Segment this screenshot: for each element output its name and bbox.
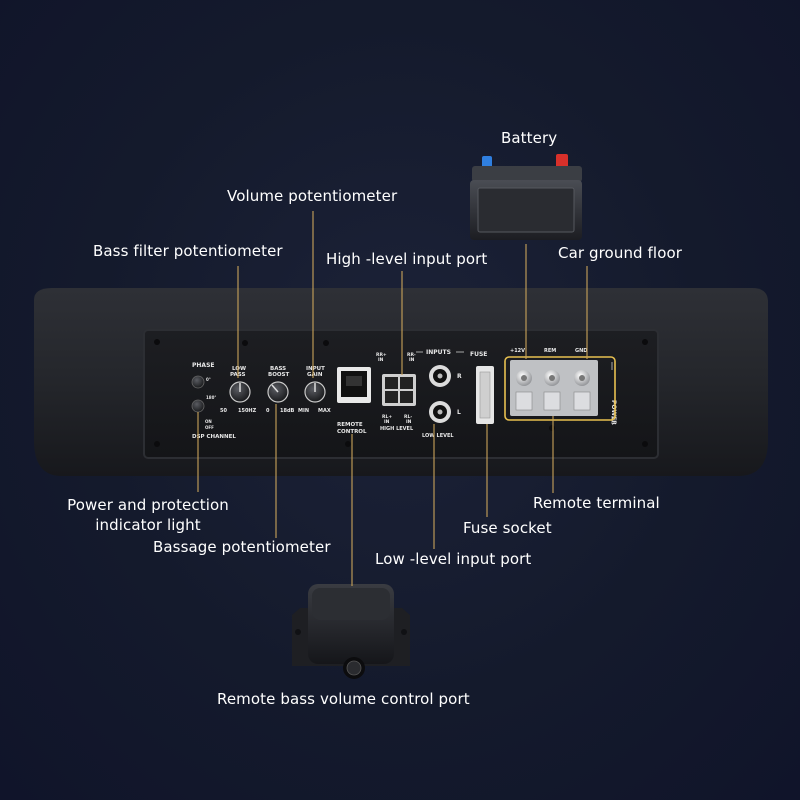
gnd-label: GND xyxy=(575,348,587,354)
rr-minus-label: RR- xyxy=(407,352,416,358)
inputs-label: INPUTS xyxy=(426,349,451,356)
rr-minus-in: IN xyxy=(409,357,415,363)
phase-0-label: 0° xyxy=(206,377,211,382)
power-terminals xyxy=(510,360,598,416)
input-gain-label-2: GAIN xyxy=(307,372,323,378)
gain-max: MAX xyxy=(318,408,331,414)
bassage-pot-callout: Bassage potentiometer xyxy=(153,538,331,556)
low-pass-min: 50 xyxy=(220,408,227,414)
low-level-input-callout: Low -level input port xyxy=(375,550,532,568)
bass-boost-max: 18dB xyxy=(280,408,295,414)
fuse-holder xyxy=(476,366,494,424)
rr-plus-label: RR+ xyxy=(376,352,387,358)
fuse-socket-callout: Fuse socket xyxy=(463,519,552,537)
rl-plus-in: IN xyxy=(384,419,390,425)
remote-control-label-2: CONTROL xyxy=(337,429,367,435)
plus-12v-label: +12V xyxy=(510,348,525,354)
volume-pot-callout: Volume potentiometer xyxy=(227,187,398,205)
gain-min: MIN xyxy=(298,408,309,414)
leader-lines xyxy=(197,211,588,586)
low-level-label: LOW LEVEL xyxy=(422,433,454,439)
high-level-connector xyxy=(382,374,416,406)
rca-r-label: R xyxy=(457,373,462,380)
bass-boost-label-1: BASS xyxy=(270,366,286,372)
fuse-label: FUSE xyxy=(470,351,487,358)
input-gain-label-1: INPUT xyxy=(306,366,325,372)
power-highlight-box xyxy=(504,356,616,421)
rem-label: REM xyxy=(544,348,556,354)
bass-boost-min: 0 xyxy=(266,408,270,414)
low-pass-knob xyxy=(229,381,251,403)
bass-boost-label-2: BOOST xyxy=(268,372,290,378)
dsp-off-label: OFF xyxy=(205,425,214,430)
remote-control-label-1: REMOTE xyxy=(337,422,363,428)
remote-terminal-callout: Remote terminal xyxy=(533,494,660,512)
rl-minus-label: RL- xyxy=(404,414,412,420)
high-level-label: HIGH LEVEL xyxy=(380,426,414,432)
remote-bass-control-callout: Remote bass volume control port xyxy=(217,690,470,708)
battery-illustration xyxy=(470,154,582,240)
bass-filter-pot-callout: Bass filter potentiometer xyxy=(93,242,283,260)
battery-callout: Battery xyxy=(501,129,558,147)
rca-low-level-ports xyxy=(429,365,451,423)
power-indicator-callout: Power and protection indicator light xyxy=(67,496,229,534)
low-pass-max: 150HZ xyxy=(238,408,257,414)
phase-label: PHASE xyxy=(192,362,214,369)
dsp-channel-label: DSP CHANNEL xyxy=(192,434,236,440)
remote-control-port xyxy=(337,367,371,403)
low-pass-label-1: LOW xyxy=(232,366,246,372)
rl-minus-in: IN xyxy=(406,419,412,425)
rl-plus-label: RL+ xyxy=(382,414,392,420)
bass-boost-knob xyxy=(267,381,289,403)
power-label: POWER xyxy=(610,400,617,425)
phase-180-label: 180° xyxy=(206,395,216,400)
input-gain-knob xyxy=(304,381,326,403)
rca-l-label: L xyxy=(457,409,461,416)
high-level-input-callout: High -level input port xyxy=(326,250,488,268)
dsp-on-label: ON xyxy=(205,419,212,424)
remote-controller-illustration xyxy=(292,584,410,679)
rr-plus-in: IN xyxy=(378,357,384,363)
phase-switches xyxy=(191,375,205,413)
car-ground-callout: Car ground floor xyxy=(558,244,683,262)
